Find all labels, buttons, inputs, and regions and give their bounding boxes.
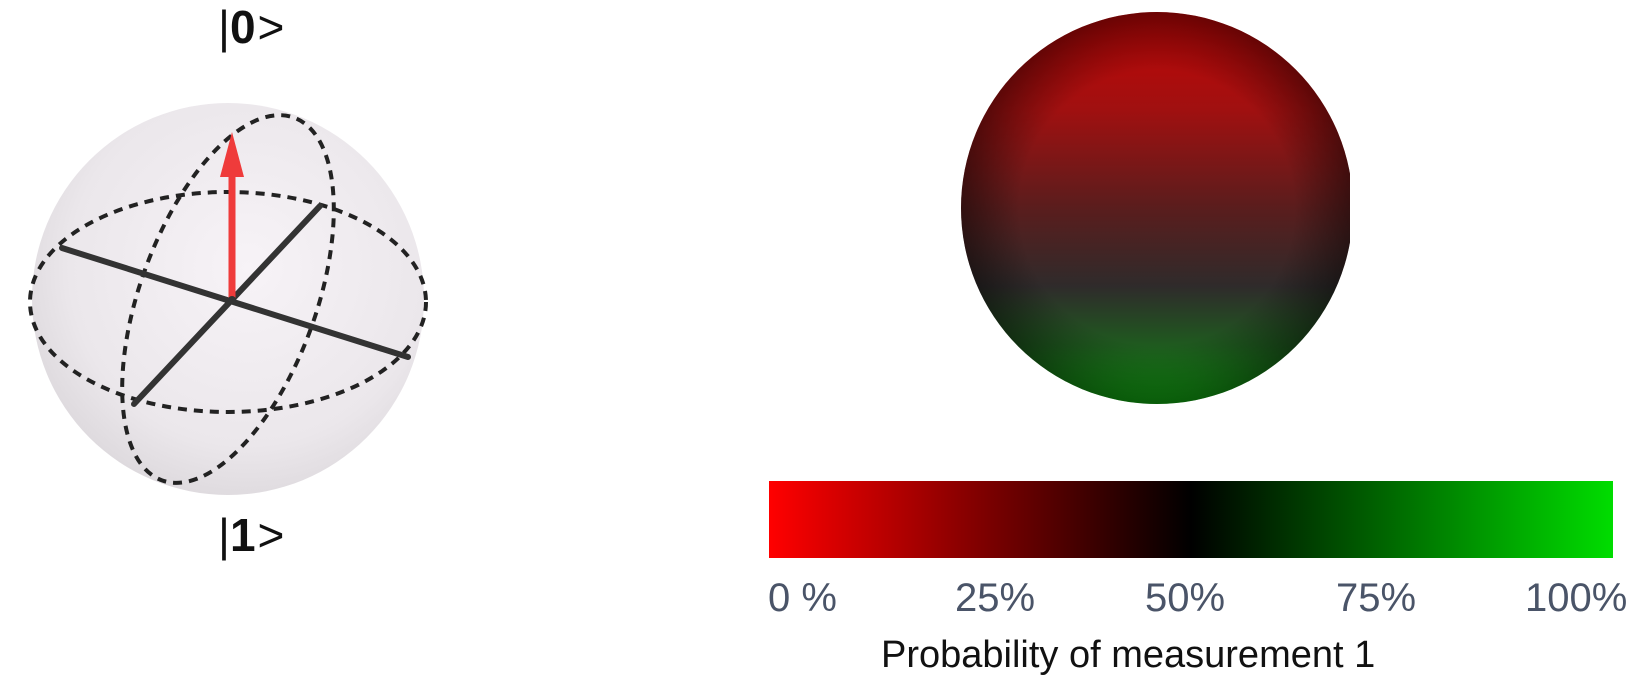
state-vector-arrowhead <box>220 132 244 177</box>
probability-sphere <box>961 12 1350 404</box>
ket-one-label: |1> <box>218 512 284 558</box>
tick-label: 0 % <box>768 576 837 620</box>
ket-number: 1 <box>229 509 256 561</box>
ket-bar: | <box>218 509 230 561</box>
tick-label: 100% <box>1525 576 1628 620</box>
equator-circle <box>28 190 428 414</box>
y-axis-line <box>131 203 323 407</box>
ket-number: 0 <box>229 1 256 53</box>
sphere-shading <box>961 12 1350 404</box>
colorbar-title: Probability of measurement 1 <box>881 634 1376 676</box>
bloch-sphere <box>28 103 428 495</box>
tick-label: 25% <box>955 576 1036 620</box>
tick-label: 50% <box>1145 576 1226 620</box>
colorbar <box>769 481 1613 558</box>
ket-bracket: > <box>257 509 285 561</box>
ket-zero-label: |0> <box>218 4 284 50</box>
tick-label: 75% <box>1336 576 1417 620</box>
colorbar-gradient <box>769 481 1613 558</box>
ket-bracket: > <box>257 1 285 53</box>
sphere-center <box>228 296 236 304</box>
ket-bar: | <box>218 1 230 53</box>
